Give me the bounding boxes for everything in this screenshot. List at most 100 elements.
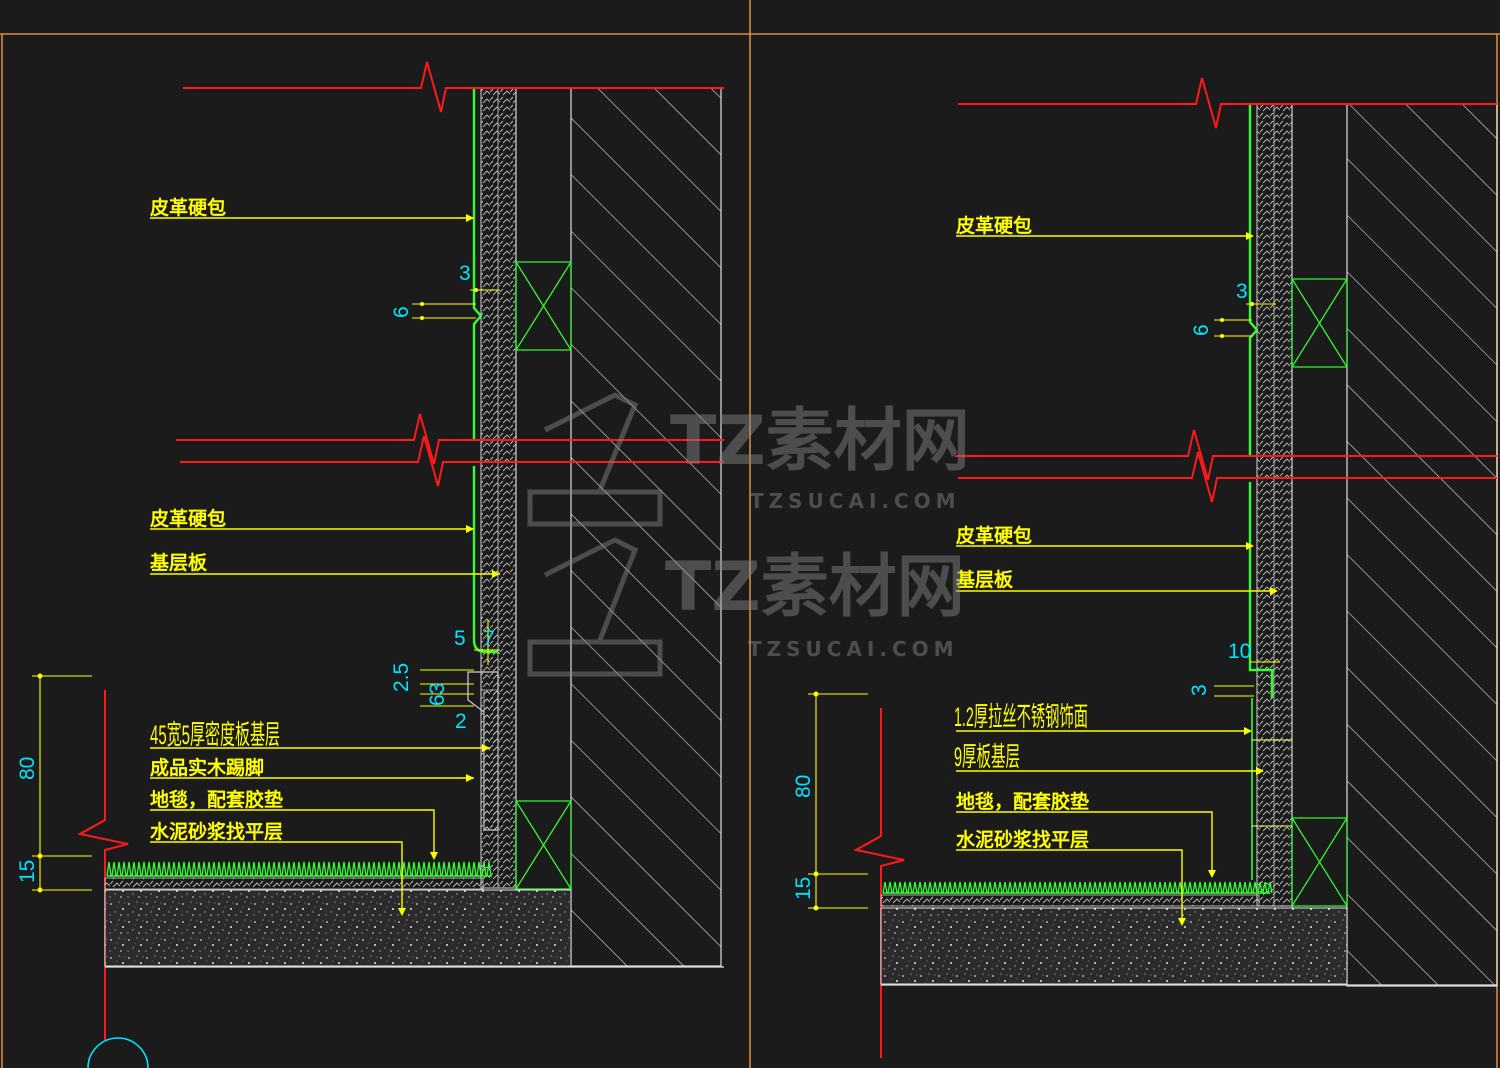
carpet-tuft [882,881,888,894]
carpet-tuft [1187,881,1193,894]
wood-block-upper [515,261,572,351]
carpet-tuft [431,861,437,877]
carpet [106,861,492,877]
carpet-tuft [381,861,387,877]
carpet-tuft [291,861,297,877]
carpet-tuft [992,881,998,894]
carpet-tuft [126,861,132,877]
carpet-tuft [1137,881,1143,894]
carpet-tuft [1097,881,1103,894]
carpet-tuft [1262,881,1268,894]
carpet-tuft [972,881,978,894]
carpet-tuft [912,881,918,894]
carpet-tuft [131,861,137,877]
carpet-tuft [146,861,152,877]
carpet-tuft [1202,881,1208,894]
carpet-tuft [221,861,227,877]
carpet-tuft [1112,881,1118,894]
carpet-tuft [1107,881,1113,894]
leather-finish-line-lower [1248,482,1274,698]
carpet-tuft [391,861,397,877]
carpet [882,881,1273,894]
label-carpet: 地毯，配套胶垫 [956,790,1089,813]
wood-block-lower [1291,817,1348,907]
density-board-base [483,689,499,831]
carpet-tuft [386,861,392,877]
break-line-left-vertical [77,690,129,1040]
dim-2: 2 [455,710,467,733]
carpet-tuft [276,861,282,877]
carpet-tuft [286,861,292,877]
break-line-mid-2 [180,435,724,487]
carpet-tuft [1127,881,1133,894]
wood-block-lower [515,800,572,890]
leather-finish-line [1248,104,1259,456]
carpet-tuft [1167,881,1173,894]
carpet-tuft [436,861,442,877]
carpet-tuft [151,861,157,877]
carpet-tuft [316,861,322,877]
carpet-tuft [246,861,252,877]
watermark-site: TZSUCAI.COM [750,489,961,513]
dim-10: 10 [1228,640,1251,663]
carpet-tuft [196,861,202,877]
carpet-tuft [927,881,933,894]
carpet-tuft [461,861,467,877]
carpet-tuft [156,861,162,877]
carpet-tuft [211,861,217,877]
label-density-board: 45宽5厚密度板基层 [150,720,280,750]
carpet-tuft [296,861,302,877]
wood-block-upper [1291,278,1348,368]
carpet-tuft [1172,881,1178,894]
carpet-tuft [256,861,262,877]
carpet-tuft [1142,881,1148,894]
left-detail-section: 皮革硬包 皮革硬包 基层板 45宽5厚密度板基层 成品实木踢脚 地毯，配套胶垫 … [16,61,724,1040]
carpet-tuft [1192,881,1198,894]
dim-groove-upper: 6 [1190,324,1213,336]
carpet-tuft [1182,881,1188,894]
carpet-tuft [1242,881,1248,894]
cement-screed [104,889,572,967]
label-cement: 水泥砂浆找平层 [956,828,1089,851]
carpet-tuft [1087,881,1093,894]
carpet-tuft [952,881,958,894]
carpet-tuft [341,861,347,877]
leader-lines [956,235,1276,924]
carpet-tuft [1102,881,1108,894]
watermark-lower: TZ素材网 TZSUCAI.COM [527,537,965,677]
carpet-tuft [997,881,1003,894]
carpet-tuft [1252,881,1258,894]
carpet-tuft [1162,881,1168,894]
carpet-tuft [962,881,968,894]
carpet-tuft [907,881,913,894]
carpet-tuft [917,881,923,894]
break-line-top [183,61,724,113]
carpet-tuft [1117,881,1123,894]
carpet-tuft [346,861,352,877]
dim-height-80: 80 [16,757,39,780]
carpet-tuft [241,861,247,877]
carpet-tuft [1012,881,1018,894]
dim-gap-upper: 3 [1236,280,1248,303]
dim-63: 63 [426,683,449,706]
carpet-tuft [171,861,177,877]
carpet-tuft [1227,881,1233,894]
carpet-tuft [476,861,482,877]
carpet-tuft [376,861,382,877]
leader-lines [150,217,500,914]
carpet-tuft [1057,881,1063,894]
carpet-tuft [902,881,908,894]
carpet-tuft [982,881,988,894]
carpet-tuft [1212,881,1218,894]
carpet-tuft [922,881,928,894]
carpet-tuft [261,861,267,877]
structural-wall [570,87,722,967]
carpet-tuft [1217,881,1223,894]
carpet-tuft [1022,881,1028,894]
carpet-tuft [411,861,417,877]
carpet-tuft [186,861,192,877]
carpet-tuft [1257,881,1263,894]
carpet-tuft [1222,881,1228,894]
carpet-tuft [371,861,377,877]
watermark-brand: TZ素材网 [670,402,970,481]
